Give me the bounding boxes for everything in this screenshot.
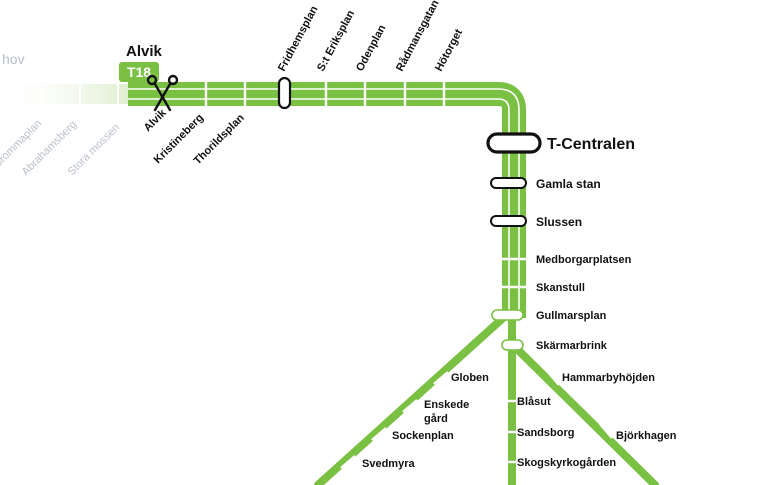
label-skogskyrkogarden: Skogskyrkogården	[517, 457, 616, 469]
label-radmansgatan: Rådmansgatan	[394, 0, 442, 73]
label-skarmarbrink: Skärmarbrink	[536, 340, 608, 352]
label-skanstull: Skanstull	[536, 282, 585, 294]
label-enskede-gard: gård	[424, 413, 448, 425]
label-odenplan: Odenplan	[354, 23, 389, 74]
station-skarmarbrink[interactable]	[501, 339, 524, 351]
interchange-fridhemsplan[interactable]	[277, 76, 292, 110]
label-gamla-stan: Gamla stan	[536, 177, 601, 191]
interchange-t-centralen[interactable]	[486, 132, 542, 154]
label-fridhemsplan: Fridhemsplan	[276, 4, 321, 74]
faded-line-west	[0, 84, 128, 104]
label-slussen: Slussen	[536, 215, 582, 229]
line-track	[128, 82, 526, 318]
label-svedmyra: Svedmyra	[362, 458, 415, 470]
interchange-gamla-stan[interactable]	[490, 177, 527, 189]
label-bjorkhagen: Björkhagen	[616, 430, 677, 442]
label-medborgarplatsen: Medborgarplatsen	[536, 254, 632, 266]
station-ticks-branches	[340, 370, 613, 469]
label-alvik: Alvik	[142, 106, 170, 134]
station-ticks-west	[204, 82, 446, 106]
label-blasut: Blåsut	[517, 396, 551, 408]
interchange-slussen[interactable]	[490, 215, 527, 227]
label-hotorget: Hötorget	[433, 27, 465, 73]
scissors-icon	[146, 74, 179, 112]
label-sandsborg: Sandsborg	[517, 427, 574, 439]
label-enskede: Enskede	[424, 399, 469, 411]
label-hammarbyhojden: Hammarbyhöjden	[562, 372, 655, 384]
faded-label-hov: hov	[2, 51, 25, 67]
label-t-centralen: T-Centralen	[547, 136, 635, 153]
station-gullmarsplan[interactable]	[491, 309, 524, 321]
station-ticks-trunk	[500, 257, 528, 289]
label-globen: Globen	[451, 372, 489, 384]
end-station-title: Alvik	[126, 43, 163, 60]
faded-ticks	[39, 84, 119, 104]
label-gullmarsplan: Gullmarsplan	[536, 310, 607, 322]
label-st-eriksplan: S:t Eriksplan	[315, 8, 357, 73]
label-sockenplan: Sockenplan	[392, 430, 454, 442]
line-badge-label: T18	[127, 64, 151, 80]
